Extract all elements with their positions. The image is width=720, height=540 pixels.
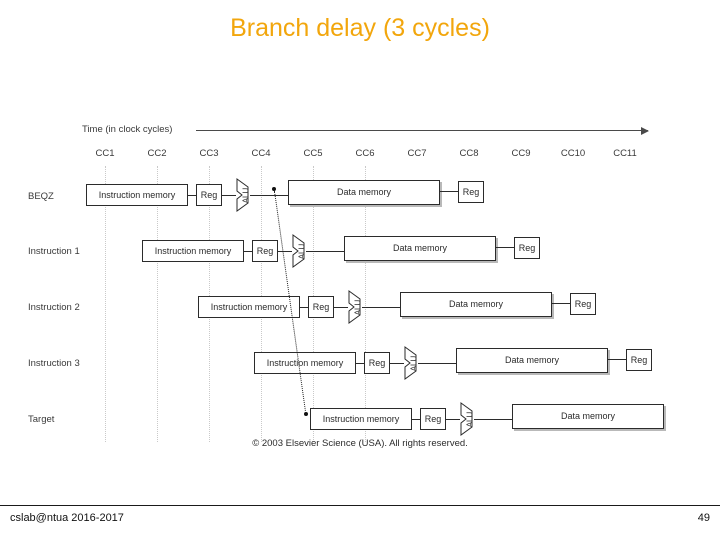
row4-wire-alu-dm	[418, 363, 456, 364]
row4-instruction-memory: Instruction memory	[254, 352, 356, 374]
row5-instruction-memory: Instruction memory	[310, 408, 412, 430]
footer-page-number: 49	[697, 512, 710, 524]
row5-data-memory: Data memory	[512, 404, 664, 429]
row5-wire-im-reg	[412, 419, 420, 420]
row3-wire-reg-alu	[334, 307, 348, 308]
row-label-instruction-2: Instruction 2	[28, 302, 80, 313]
row2-alu: ALU	[292, 234, 312, 268]
row4-writeback-reg: Reg	[626, 349, 652, 371]
row4-reg: Reg	[364, 352, 390, 374]
clock-cycle-cc1: CC1	[95, 148, 115, 159]
time-axis-arrow	[196, 126, 649, 135]
time-axis-label: Time (in clock cycles)	[82, 124, 173, 135]
row3-wire-alu-dm	[362, 307, 400, 308]
row-label-instruction-1: Instruction 1	[28, 246, 80, 257]
row5-wire-reg-alu	[446, 419, 460, 420]
copyright-notice: © 2003 Elsevier Science (USA). All right…	[252, 438, 468, 449]
grid-line-cc6	[365, 166, 366, 442]
row3-reg: Reg	[308, 296, 334, 318]
branch-resolve-dot-top	[272, 187, 276, 191]
clock-cycle-cc4: CC4	[251, 148, 271, 159]
row5-alu: ALU	[460, 402, 480, 436]
row1-wire-reg-alu	[222, 195, 236, 196]
row2-wire-im-reg	[244, 251, 252, 252]
row-label-beqz: BEQZ	[28, 191, 54, 202]
row2-reg: Reg	[252, 240, 278, 262]
row1-data-memory: Data memory	[288, 180, 440, 205]
row3-instruction-memory: Instruction memory	[198, 296, 300, 318]
row4-wire-reg-alu	[390, 363, 404, 364]
row2-instruction-memory: Instruction memory	[142, 240, 244, 262]
row-label-instruction-3: Instruction 3	[28, 358, 80, 369]
clock-cycle-cc2: CC2	[147, 148, 167, 159]
row-label-target: Target	[28, 414, 55, 425]
row1-instruction-memory: Instruction memory	[86, 184, 188, 206]
row1-wire-alu-dm	[250, 195, 288, 196]
clock-cycle-cc11: CC11	[613, 148, 637, 159]
row3-data-memory: Data memory	[400, 292, 552, 317]
row5-reg: Reg	[420, 408, 446, 430]
clock-cycle-cc3: CC3	[199, 148, 219, 159]
grid-line-cc1	[105, 166, 106, 442]
clock-cycle-cc9: CC9	[511, 148, 531, 159]
row3-wire-dm-reg	[552, 303, 570, 304]
footer-course-label: cslab@ntua 2016-2017	[10, 512, 124, 524]
row4-wire-dm-reg	[608, 359, 626, 360]
clock-cycle-cc10: CC10	[560, 148, 586, 159]
row1-writeback-reg: Reg	[458, 181, 484, 203]
row1-alu: ALU	[236, 178, 256, 212]
row4-wire-im-reg	[356, 363, 364, 364]
row2-writeback-reg: Reg	[514, 237, 540, 259]
row1-wire-im-reg	[188, 195, 196, 196]
row3-writeback-reg: Reg	[570, 293, 596, 315]
row2-wire-alu-dm	[306, 251, 344, 252]
row2-wire-reg-alu	[278, 251, 292, 252]
branch-resolve-dot-bottom	[304, 412, 308, 416]
row2-data-memory: Data memory	[344, 236, 496, 261]
grid-line-cc2	[157, 166, 158, 442]
row1-wire-dm-reg	[440, 191, 458, 192]
row3-alu: ALU	[348, 290, 368, 324]
pipeline-diagram: Time (in clock cycles) CC1 CC2 CC3 CC4 C…	[8, 58, 712, 458]
row5-wire-alu-dm	[474, 419, 512, 420]
row4-data-memory: Data memory	[456, 348, 608, 373]
clock-cycle-cc7: CC7	[407, 148, 427, 159]
row1-reg: Reg	[196, 184, 222, 206]
footer-divider	[0, 505, 720, 506]
page-title: Branch delay (3 cycles)	[230, 14, 490, 42]
row4-alu: ALU	[404, 346, 424, 380]
row2-wire-dm-reg	[496, 247, 514, 248]
clock-cycle-cc5: CC5	[303, 148, 323, 159]
clock-cycle-cc6: CC6	[355, 148, 375, 159]
clock-cycle-cc8: CC8	[459, 148, 479, 159]
row3-wire-im-reg	[300, 307, 308, 308]
